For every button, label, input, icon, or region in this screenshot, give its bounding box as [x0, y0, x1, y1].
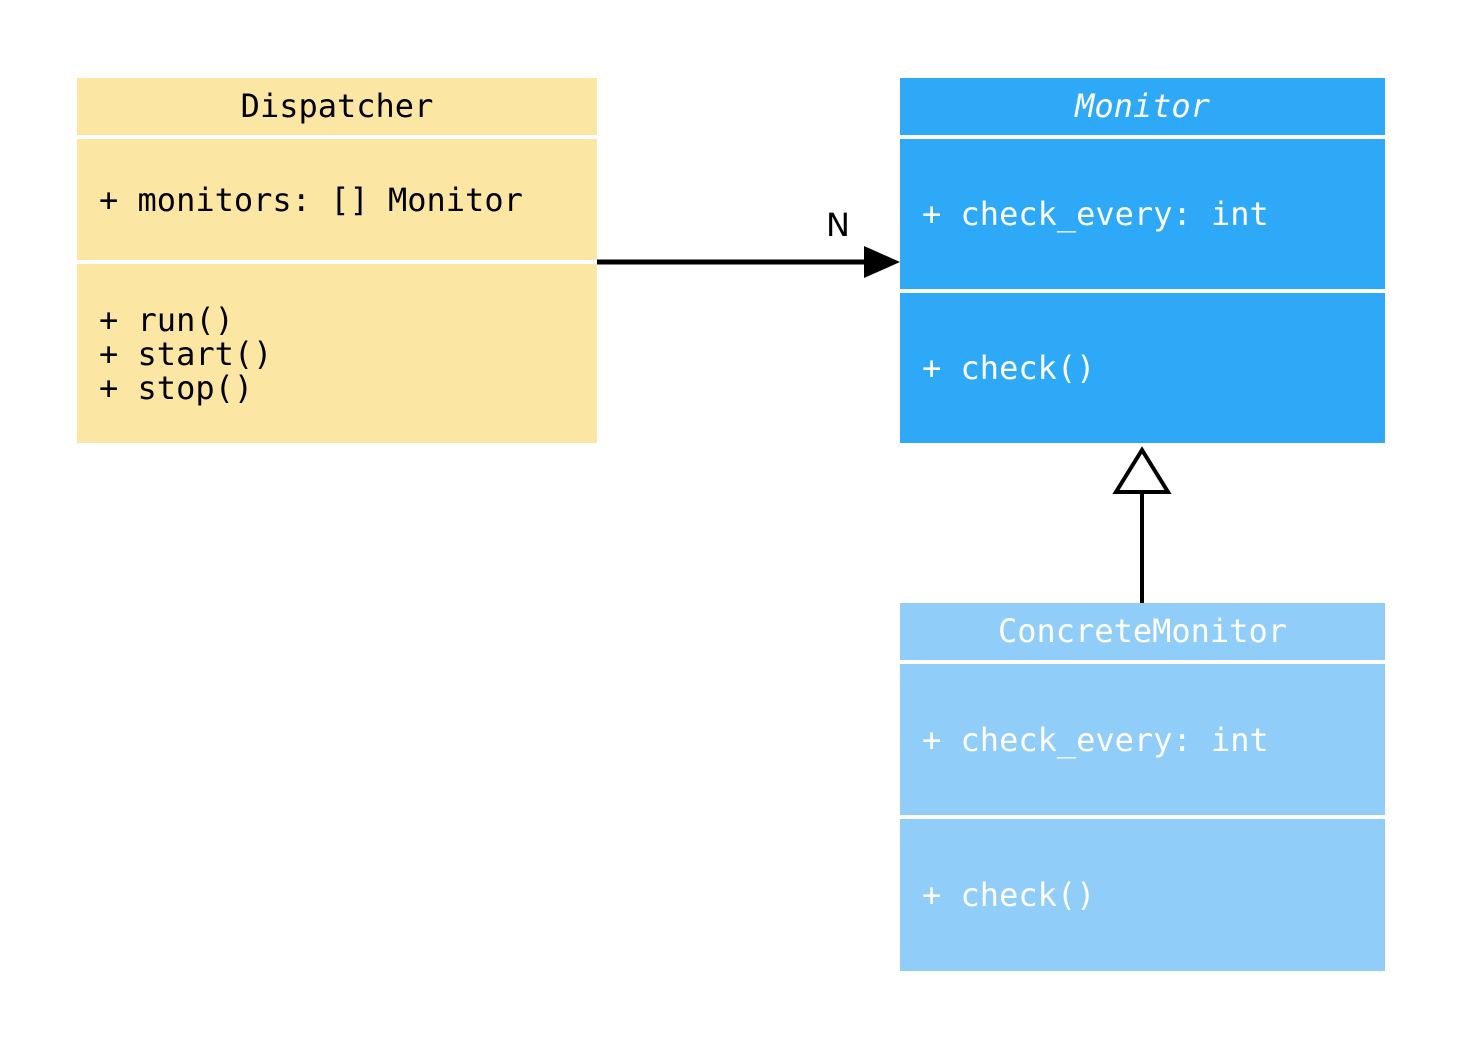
class-box-monitor: Monitor + check_every: int + check(): [900, 78, 1385, 443]
class-attributes-concrete-monitor: + check_every: int: [900, 664, 1385, 815]
class-method: + check(): [922, 876, 1096, 914]
inheritance-arrow: [1112, 446, 1172, 603]
class-title-monitor: Monitor: [900, 78, 1385, 135]
class-attribute: + monitors: [] Monitor: [99, 180, 523, 219]
inheritance-triangle-icon: [1112, 446, 1172, 494]
association-arrow: [597, 246, 900, 278]
class-attributes-monitor: + check_every: int: [900, 139, 1385, 289]
multiplicity-label: N: [826, 206, 850, 244]
class-attribute: + check_every: int: [922, 720, 1269, 759]
class-title-dispatcher: Dispatcher: [77, 78, 597, 135]
class-attribute: + check_every: int: [922, 195, 1269, 233]
class-methods-dispatcher: + run() + start() + stop(): [77, 264, 597, 443]
class-methods-concrete-monitor: + check(): [900, 819, 1385, 971]
class-method: + stop(): [99, 368, 254, 407]
association-arrowhead-icon: [864, 246, 900, 278]
class-methods-monitor: + check(): [900, 293, 1385, 443]
class-title-concrete-monitor: ConcreteMonitor: [900, 603, 1385, 660]
class-box-dispatcher: Dispatcher + monitors: [] Monitor + run(…: [77, 78, 597, 443]
class-method: + start(): [99, 334, 273, 373]
class-method: + run(): [99, 300, 234, 339]
class-attributes-dispatcher: + monitors: [] Monitor: [77, 139, 597, 260]
class-method: + check(): [922, 349, 1096, 387]
class-box-concrete-monitor: ConcreteMonitor + check_every: int + che…: [900, 603, 1385, 971]
